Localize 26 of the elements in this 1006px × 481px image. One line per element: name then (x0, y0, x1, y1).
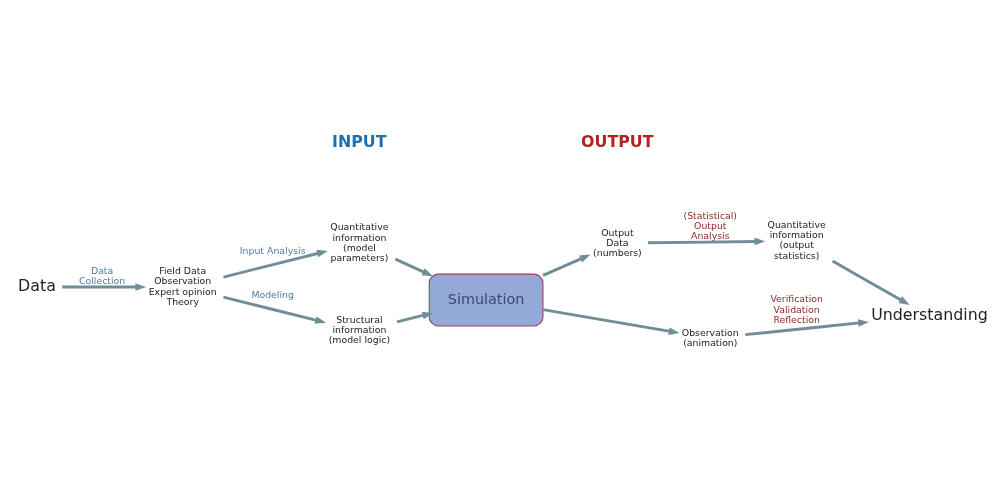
label: INPUT (332, 131, 387, 151)
arrow (394, 257, 434, 276)
edge-label: Verification Validation Reflection (770, 292, 823, 325)
label: OUTPUT (581, 131, 654, 151)
edge-label: (Statistical) Output Analysis (683, 209, 738, 241)
node-text: Observation (animation) (681, 326, 739, 348)
node-text: Field Data Observation Expert opinion Theory (148, 264, 217, 307)
arrow (396, 311, 434, 323)
edge-label: Modeling (251, 288, 294, 300)
edge-label: Input Analysis (239, 244, 306, 256)
arrow (542, 254, 591, 277)
node-text: Understanding (871, 304, 988, 324)
arrow (223, 295, 327, 324)
node-box: Simulation (428, 273, 544, 326)
node-text: Quantitative information (model parameters) (330, 220, 389, 263)
arrow (542, 307, 680, 335)
arrow (831, 259, 910, 305)
node-text: Data (18, 275, 56, 295)
arrow (648, 237, 766, 245)
arrow (62, 282, 147, 291)
node-text: Quantitative information (output statistics) (767, 218, 826, 261)
node-text: Output Data (numbers) (593, 226, 642, 258)
node-text: Structural information (model logic) (328, 313, 391, 345)
arrow (223, 249, 328, 278)
edge-label: Data Collection (78, 264, 126, 286)
arrow (745, 318, 869, 336)
